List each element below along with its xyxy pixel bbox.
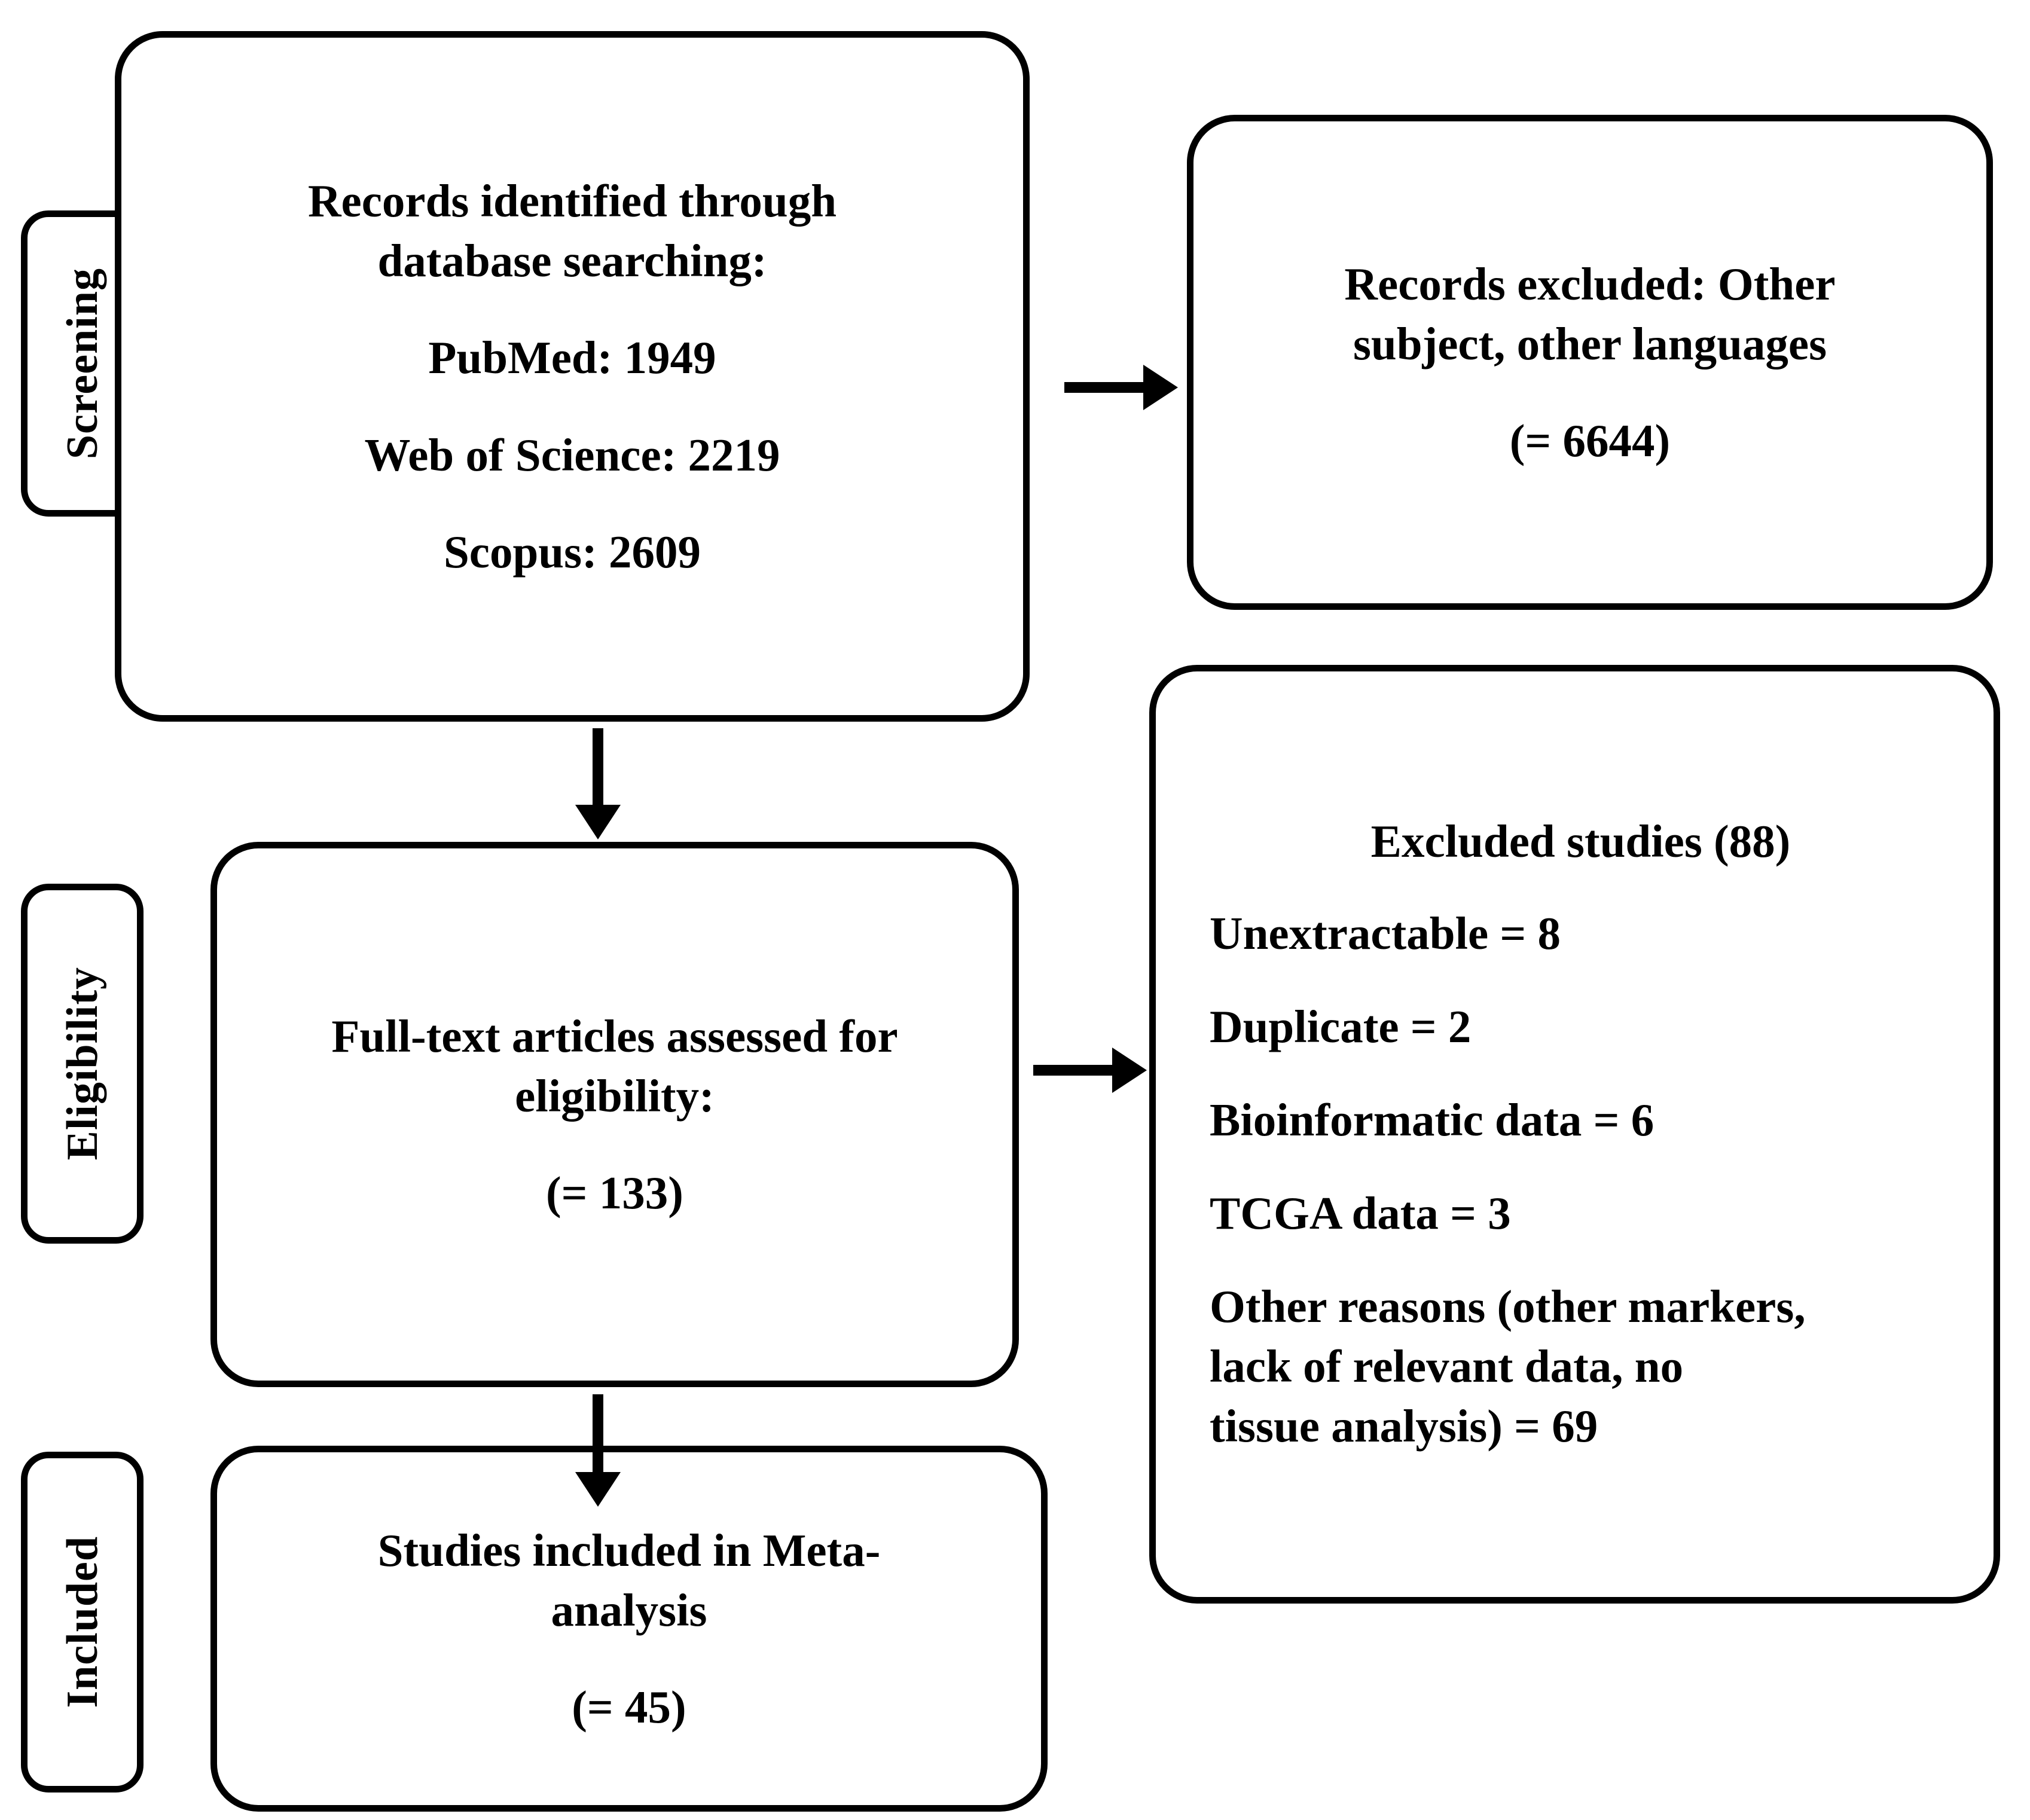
records-excluded-line-1: Records excluded: Other [1344,258,1836,310]
arrow-head-down-icon [575,1472,621,1507]
stage-label-screening-text: Screening [57,267,107,460]
box-studies-included: Studies included in Meta- analysis (= 45… [210,1446,1048,1812]
stage-label-included-text: Included [57,1536,107,1708]
full-text-line-2: eligibility: [515,1070,715,1122]
records-excluded-line-2: subject, other languages [1353,317,1827,370]
records-identified-line-2: database searching: [377,235,767,287]
box-excluded-studies: Excluded studies (88) Unextractable = 8 … [1149,665,2000,1604]
records-identified-line-1: Records identified through [307,175,837,227]
arrow-head-right-icon [1112,1048,1147,1093]
arrow-shaft [593,1394,603,1477]
full-text-line-1: Full-text articles assessed for [331,1010,898,1062]
box-records-excluded: Records excluded: Other subject, other l… [1187,115,1993,610]
excluded-reason-tcga-data: TCGA data = 3 [1210,1187,1511,1239]
stage-label-eligibility: Eligibility [21,884,144,1244]
arrow-shaft [593,728,603,810]
box-full-text-assessed: Full-text articles assessed for eligibil… [210,842,1019,1387]
records-identified-scopus: Scopus: 2609 [443,526,701,578]
arrow-shaft [1033,1065,1117,1076]
excluded-studies-heading: Excluded studies (88) [1370,815,1791,867]
studies-included-line-1: Studies included in Meta- [377,1524,881,1576]
arrow-shaft [1064,382,1148,393]
studies-included-line-2: analysis [551,1584,707,1636]
box-records-identified: Records identified through database sear… [115,31,1030,722]
records-identified-pubmed: PubMed: 1949 [428,332,716,384]
records-identified-web-of-science: Web of Science: 2219 [364,429,780,481]
records-excluded-count: (= 6644) [1509,415,1671,467]
stage-label-included: Included [21,1452,144,1792]
full-text-count: (= 133) [546,1167,683,1219]
excluded-reason-other-line-2: lack of relevant data, no [1210,1340,1684,1393]
excluded-reason-other: Other reasons (other markers, lack of re… [1210,1277,1952,1456]
excluded-reason-other-line-1: Other reasons (other markers, [1210,1281,1806,1333]
excluded-reason-bioinformatic-data: Bioinformatic data = 6 [1210,1094,1654,1146]
arrow-head-right-icon [1143,365,1178,410]
stage-label-eligibility-text: Eligibility [57,967,107,1161]
studies-included-count: (= 45) [572,1681,686,1733]
excluded-reason-other-line-3: tissue analysis) = 69 [1210,1400,1598,1452]
excluded-reason-duplicate: Duplicate = 2 [1210,1000,1472,1052]
arrow-head-down-icon [575,805,621,839]
excluded-reason-unextractable: Unextractable = 8 [1210,907,1561,959]
